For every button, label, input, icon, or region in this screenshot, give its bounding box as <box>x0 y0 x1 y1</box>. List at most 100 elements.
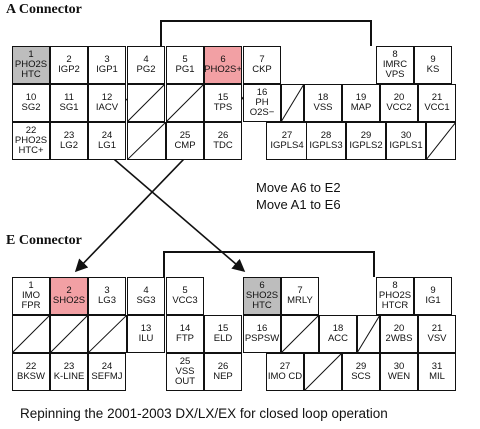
pin-number: 9 <box>430 285 436 296</box>
pin-label: MAP <box>350 102 372 113</box>
pin-label: PHO2S HTC <box>14 59 48 80</box>
pin-number: 20 <box>393 323 405 334</box>
pin-label: PG2 <box>136 64 156 75</box>
pin-number: 3 <box>104 285 110 296</box>
pin-number: 12 <box>101 92 113 103</box>
pin-number: 15 <box>217 323 229 334</box>
connector-a-empty-cavity <box>426 122 456 160</box>
pin-number: 27 <box>279 361 291 372</box>
pin-label: SCS <box>351 371 371 382</box>
pin-number: 1 <box>28 280 34 291</box>
pin-number: 9 <box>430 54 436 65</box>
pin-number: 8 <box>392 49 398 60</box>
pin-label: CMP <box>174 140 196 151</box>
pin-label: VSS <box>313 102 333 113</box>
connector-e-empty-cavity <box>50 315 88 353</box>
pin-label: VCC2 <box>386 102 412 113</box>
pin-number: 11 <box>64 92 74 103</box>
connector-tab <box>370 20 372 46</box>
pin-label: PHO2S+ <box>204 64 242 75</box>
pin-number: 23 <box>63 361 75 372</box>
pin-number: 10 <box>25 92 37 103</box>
pin-label: MIL <box>429 371 445 382</box>
pin-label: ACC <box>327 333 349 344</box>
pin-number: 29 <box>360 130 372 141</box>
connector-e-empty-cavity <box>304 353 342 391</box>
pin-label: IMO CD <box>267 371 303 382</box>
pin-number: 16 <box>256 323 268 334</box>
pin-label: PSPSW <box>244 333 280 344</box>
pin-label: VSV <box>427 333 447 344</box>
pin-number: 7 <box>297 285 303 296</box>
pin-number: 22 <box>25 125 37 136</box>
pin-label: IGP1 <box>96 64 118 75</box>
pin-number: 22 <box>25 361 37 372</box>
pin-number: 1 <box>28 49 34 60</box>
pin-number: 28 <box>320 130 332 141</box>
pin-label: IACV <box>95 102 119 113</box>
pin-label: LG1 <box>98 140 116 151</box>
pin-label: IGPLS3 <box>309 140 343 151</box>
pin-number: 31 <box>431 361 443 372</box>
pin-label: 2WBS <box>385 333 413 344</box>
pin-number: 30 <box>393 361 405 372</box>
pin-label: LG2 <box>60 140 78 151</box>
pin-number: 3 <box>104 54 110 65</box>
pin-label: SEFMJ <box>91 371 123 382</box>
pin-number: 16 <box>256 87 268 98</box>
pin-label: SHO2S <box>52 295 86 306</box>
pin-number: 21 <box>431 92 443 103</box>
pin-label: PHO2S HTCR <box>378 290 412 311</box>
pin-label: PH O2S− <box>249 97 275 118</box>
pin-number: 14 <box>179 323 191 334</box>
pin-number: 7 <box>259 54 265 65</box>
pin-label: VCC1 <box>424 102 450 113</box>
pin-label: IMRC VPS <box>382 59 408 80</box>
connector-e-empty-cavity <box>281 315 319 353</box>
pin-number: 20 <box>393 92 405 103</box>
pin-label: SG2 <box>21 102 41 113</box>
pin-label: TPS <box>213 102 233 113</box>
pin-number: 8 <box>392 280 398 291</box>
pin-number: 24 <box>101 361 113 372</box>
connector-tab <box>160 20 162 46</box>
connector-tab <box>160 20 370 22</box>
pin-label: K-LINE <box>53 371 85 382</box>
pin-number: 4 <box>143 54 149 65</box>
pin-number: 26 <box>217 130 229 141</box>
pin-number: 5 <box>182 54 188 65</box>
pin-label: VSS OUT <box>174 366 196 387</box>
connector-e-empty-cavity <box>12 315 50 353</box>
connector-a-empty-cavity <box>127 122 166 160</box>
pin-label: IGP2 <box>58 64 80 75</box>
instruction-2: Move A1 to E6 <box>256 197 341 212</box>
pin-number: 2 <box>66 54 72 65</box>
pin-label: SHO2S HTC <box>245 290 279 311</box>
pin-label: PHO2S HTC+ <box>14 135 48 156</box>
connector-a-title: A Connector <box>6 2 82 17</box>
